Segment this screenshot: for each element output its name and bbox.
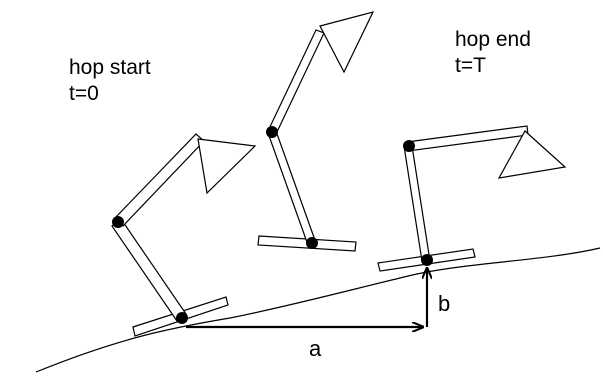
lamp-mid (257, 11, 375, 252)
ground-curve (35, 247, 601, 373)
lamp-mid-joint-elbow (266, 126, 278, 138)
lamp-end (377, 125, 567, 272)
lamp-start-lower-link (111, 218, 187, 322)
label-hop-start: hop start (69, 56, 151, 79)
lamp-end-joint-base (421, 254, 433, 266)
lamp-mid-joint-base (306, 237, 318, 249)
lamp-start (111, 133, 257, 337)
lamp-start-shade (197, 138, 257, 195)
label-start-time: t=0 (69, 82, 99, 105)
label-dimension-a: a (309, 336, 322, 361)
lamp-mid-lower-link (267, 130, 317, 246)
lamp-mid-shade (319, 11, 375, 74)
lamp-end-shade (497, 130, 567, 179)
label-hop-end: hop end (455, 28, 531, 51)
lamp-start-joint-base (176, 312, 188, 324)
lamp-mid-upper-link (267, 29, 325, 135)
lamp-start-upper-link (114, 133, 205, 227)
lamp-start-joint-elbow (112, 216, 124, 228)
lamp-end-upper-link (406, 125, 529, 152)
lamp-end-joint-elbow (403, 140, 415, 152)
label-end-time: t=T (455, 54, 486, 77)
lamp-end-lower-link (403, 145, 431, 262)
label-dimension-b: b (438, 291, 450, 316)
